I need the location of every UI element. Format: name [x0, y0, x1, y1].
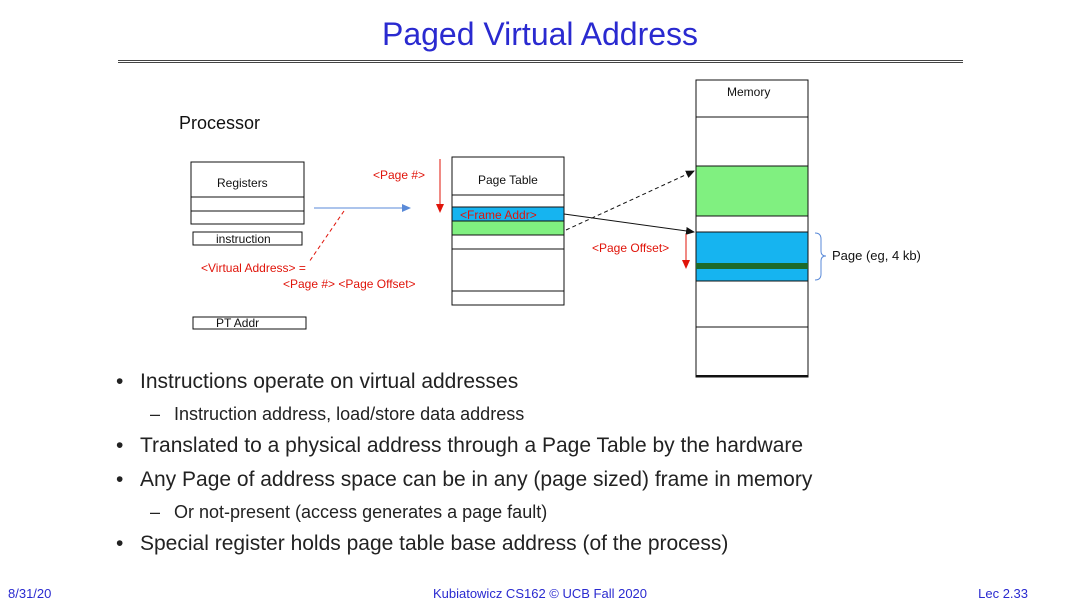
frame-addr-label: <Frame Addr>	[460, 208, 537, 222]
instruction-label: instruction	[216, 232, 271, 246]
footer-course: Kubiatowicz CS162 © UCB Fall 2020	[432, 586, 648, 601]
bullet-item: •Special register holds page table base …	[116, 527, 956, 561]
bullet-item: •Instructions operate on virtual address…	[116, 365, 956, 399]
bullet-dot: •	[116, 532, 124, 555]
bullet-item: •Translated to a physical address throug…	[116, 429, 956, 463]
bullet-item: •Any Page of address space can be in any…	[116, 463, 956, 497]
sub-bullet-item: –Or not-present (access generates a page…	[150, 497, 956, 527]
slide-title: Paged Virtual Address	[381, 16, 699, 52]
instruction-register	[192, 231, 303, 246]
frame-solid-arrow	[563, 213, 695, 235]
footer-slide-number: Lec 2.33	[978, 586, 1028, 601]
memory-label: Memory	[727, 85, 770, 99]
page-size-label: Page (eg, 4 kb)	[832, 248, 921, 263]
paging-diagram: Processor Registers instruction PT Addr …	[179, 79, 921, 378]
memory-green-frame	[695, 165, 809, 217]
memory-blue-frame	[695, 231, 809, 282]
memory-offset-marker	[696, 263, 808, 269]
pt-addr-register	[192, 316, 307, 330]
bullet-list: •Instructions operate on virtual address…	[116, 365, 956, 561]
virtual-address-label: <Virtual Address> =	[201, 261, 306, 275]
page-num-offset-label: <Page #> <Page Offset>	[283, 277, 416, 291]
page-table-green-entry	[451, 220, 565, 236]
bullet-dot: •	[116, 370, 124, 393]
bullet-dash: –	[150, 404, 161, 424]
bullet-dot: •	[116, 434, 124, 457]
page-brace	[814, 232, 827, 281]
frame-dashed-arrow	[565, 170, 695, 231]
bullet-dot: •	[116, 468, 124, 491]
page-table	[451, 156, 565, 306]
page-offset-label: <Page Offset>	[592, 241, 669, 255]
title-divider	[118, 60, 963, 63]
page-table-label: Page Table	[478, 173, 538, 187]
registers-box	[190, 161, 305, 225]
footer-date: 8/31/20	[8, 586, 52, 601]
memory-block	[695, 79, 809, 378]
virtual-address-dashed-line	[308, 210, 345, 263]
page-num-label: <Page #>	[373, 168, 425, 182]
processor-label: Processor	[179, 113, 260, 133]
bullet-dash: –	[150, 502, 161, 522]
sub-bullet-item: –Instruction address, load/store data ad…	[150, 399, 956, 429]
registers-label: Registers	[217, 176, 268, 190]
pt-addr-label: PT Addr	[216, 316, 259, 330]
